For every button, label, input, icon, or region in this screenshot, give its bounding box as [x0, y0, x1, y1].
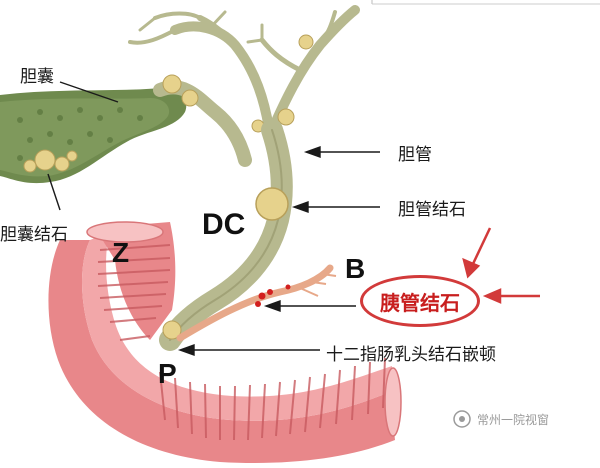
bile-duct-stone: [256, 188, 288, 220]
papilla-stone-label: 十二指肠乳头结石嵌顿: [326, 340, 496, 365]
bile-duct-stone-label: 胆管结石: [398, 195, 466, 220]
b-label: B: [345, 253, 365, 285]
p-label: P: [158, 358, 177, 390]
frame-corner: [372, 0, 600, 4]
gallbladder-label: 胆囊: [20, 62, 54, 87]
pancreatic-stone-arrow-icon: [266, 301, 280, 311]
z-label: Z: [112, 237, 129, 269]
watermark-spacer: [453, 410, 471, 428]
pancreatic-stone-callout: 胰管结石: [360, 275, 480, 327]
watermark: 常州一院视窗: [453, 410, 549, 428]
bile-duct-label: 胆管: [398, 140, 432, 165]
papilla-arrow-icon: [180, 345, 194, 355]
watermark-text: 常州一院视窗: [477, 411, 549, 428]
dc-label: DC: [202, 208, 245, 242]
red-arrow-top-icon: [472, 228, 490, 266]
bile-duct-arrow-icon: [306, 147, 320, 157]
pancreatic-stone-label: 胰管结石: [380, 287, 460, 316]
gallbladder-stone-label: 胆囊结石: [0, 220, 68, 245]
bile-duct-stone-arrow-icon: [294, 202, 308, 212]
